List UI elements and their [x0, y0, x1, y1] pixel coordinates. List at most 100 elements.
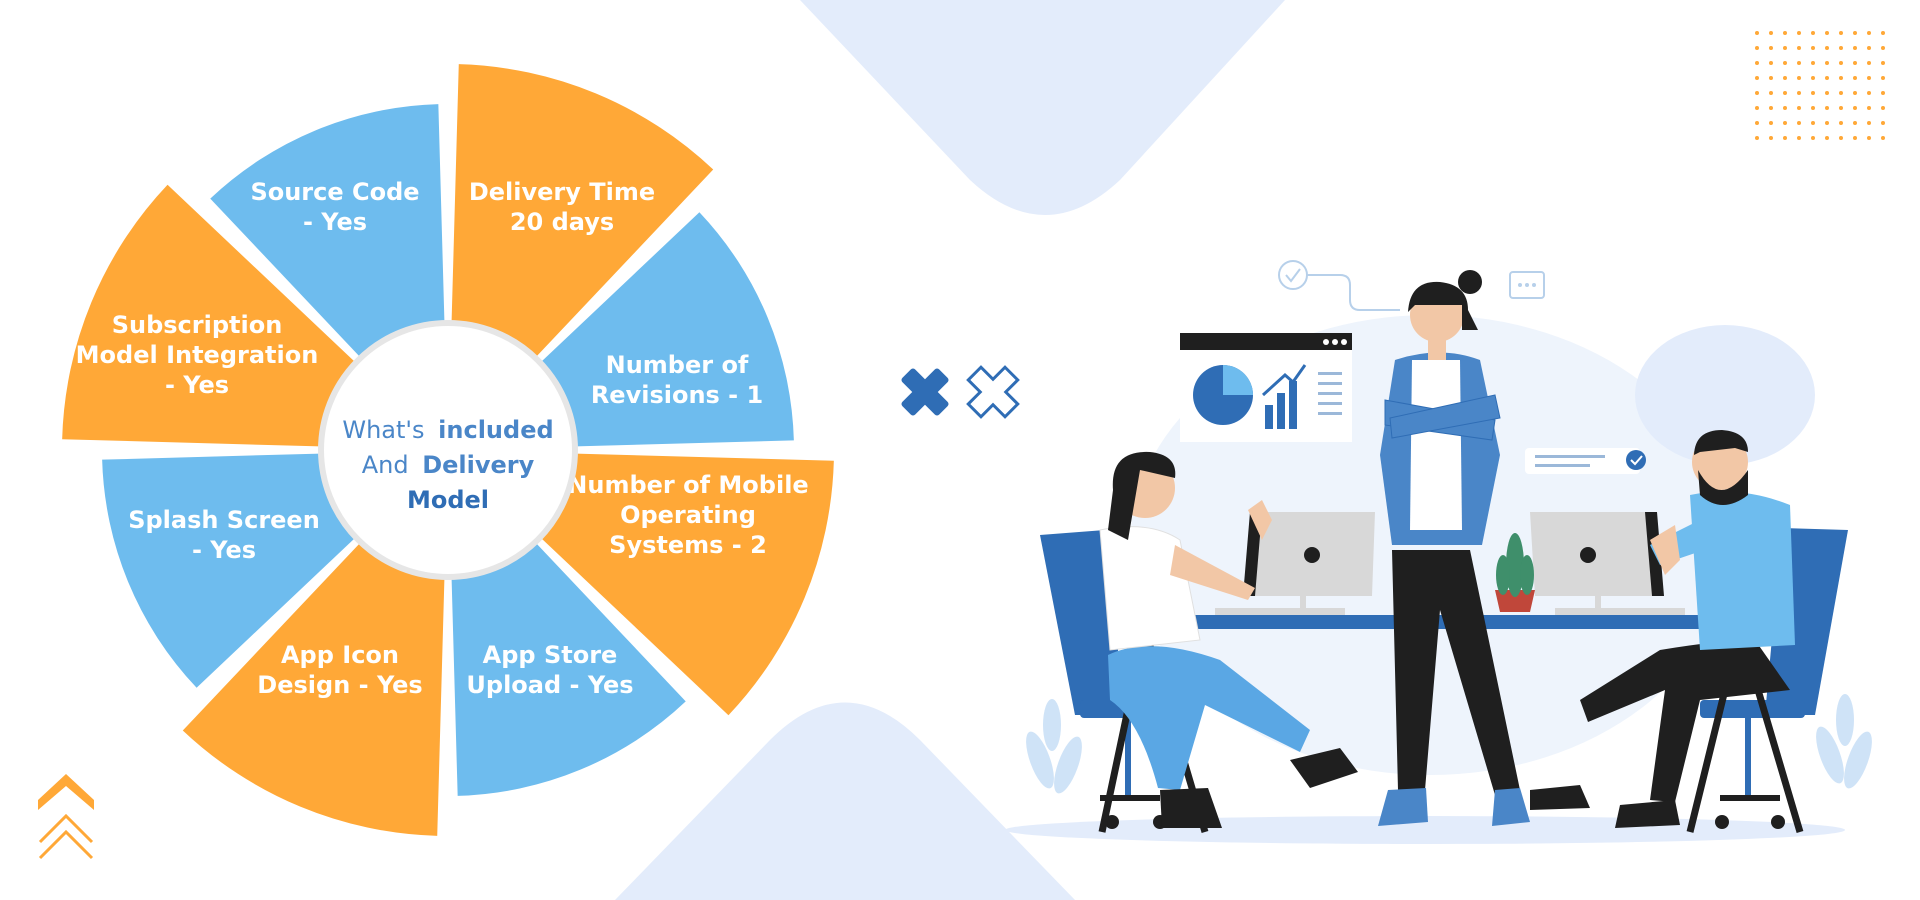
dot	[1853, 91, 1857, 95]
bar-chart-icon	[1261, 364, 1307, 429]
dot	[1797, 121, 1801, 125]
plant-leaves-left	[1026, 699, 1082, 794]
dot	[1867, 106, 1871, 110]
dot	[1867, 121, 1871, 125]
background-diamond-bottom	[615, 702, 1075, 900]
dot	[1797, 91, 1801, 95]
wheel-center: What's included And Delivery Model	[318, 320, 578, 580]
dot	[1881, 31, 1885, 35]
dot	[1797, 136, 1801, 140]
dot	[1839, 136, 1843, 140]
background-diamond-top	[800, 0, 1285, 215]
dot	[1825, 121, 1829, 125]
dot	[1867, 76, 1871, 80]
dot	[1811, 31, 1815, 35]
dot	[1825, 31, 1829, 35]
dot	[1825, 91, 1829, 95]
dot	[1783, 106, 1787, 110]
dot	[1755, 121, 1759, 125]
chat-bubble-icon	[1509, 271, 1545, 299]
dot	[1867, 136, 1871, 140]
wheel-label-app-icon-design-line-2: Design - Yes	[257, 671, 422, 699]
center-text-and: And	[362, 451, 409, 479]
wheel-label-app-icon-design-line-1: App Icon	[281, 641, 399, 669]
wheel-label-splash-screen-line-1: Splash Screen	[128, 506, 320, 534]
dot	[1783, 91, 1787, 95]
svg-text:And Delivery: And Delivery	[362, 451, 535, 479]
dot	[1783, 136, 1787, 140]
center-text-bold-delivery: Delivery	[422, 451, 534, 479]
dot	[1769, 121, 1773, 125]
dot	[1825, 76, 1829, 80]
dot	[1839, 61, 1843, 65]
x-outline-icon	[966, 365, 1020, 419]
team-illustration	[1005, 260, 1872, 844]
dot	[1755, 61, 1759, 65]
center-text-bold-included: included	[438, 416, 554, 444]
wheel-label-app-store-upload-line-1: App Store	[483, 641, 618, 669]
center-text-prefix: What's	[342, 416, 424, 444]
x-solid-icon	[901, 368, 949, 416]
dot	[1769, 46, 1773, 50]
dot	[1769, 61, 1773, 65]
dot	[1797, 76, 1801, 80]
person-seated-left	[1099, 451, 1358, 828]
dot	[1853, 106, 1857, 110]
dot	[1755, 136, 1759, 140]
wheel-segment-source-code	[210, 104, 445, 357]
wheel-segment-app-store-upload	[451, 543, 686, 796]
dot	[1797, 106, 1801, 110]
wheel-label-mobile-os-line-2: Operating	[620, 501, 756, 529]
dot	[1839, 106, 1843, 110]
person-standing-center	[1378, 270, 1530, 826]
dot	[1811, 91, 1815, 95]
dot	[1853, 46, 1857, 50]
dot	[1853, 121, 1857, 125]
dot	[1825, 61, 1829, 65]
wheel-segment-delivery-time	[451, 64, 714, 357]
dot	[1867, 31, 1871, 35]
dot	[1783, 121, 1787, 125]
wheel-label-subscription-model-line-3: - Yes	[165, 371, 229, 399]
dot	[1811, 61, 1815, 65]
notification-card	[1525, 448, 1646, 474]
dot	[1769, 31, 1773, 35]
dot	[1769, 136, 1773, 140]
dot	[1811, 106, 1815, 110]
dot	[1881, 46, 1885, 50]
wheel-label-delivery-time-line-1: Delivery Time	[469, 178, 655, 206]
dot	[1825, 136, 1829, 140]
dot	[1881, 76, 1885, 80]
dot	[1853, 76, 1857, 80]
dot	[1783, 31, 1787, 35]
dot	[1797, 31, 1801, 35]
svg-text:What's included: What's included	[342, 416, 553, 444]
wheel-segment-subscription-model	[62, 184, 355, 447]
center-text-model: Model	[407, 486, 489, 514]
dot	[1839, 31, 1843, 35]
dot	[1811, 121, 1815, 125]
dot	[1881, 61, 1885, 65]
dot	[1783, 61, 1787, 65]
dot	[1811, 46, 1815, 50]
wheel-segment-revisions	[541, 212, 794, 447]
dot	[1783, 76, 1787, 80]
dot-grid-icon	[1755, 31, 1885, 140]
wheel-label-source-code-line-1: Source Code	[250, 178, 419, 206]
wheel-label-subscription-model-line-2: Model Integration	[76, 341, 319, 369]
wheel-segment-mobile-os	[541, 453, 834, 716]
wheel-label-mobile-os-line-3: Systems - 2	[609, 531, 767, 559]
dot	[1881, 91, 1885, 95]
dot	[1797, 61, 1801, 65]
dot	[1881, 121, 1885, 125]
dashboard-board	[1180, 333, 1352, 442]
wheel-segment-app-icon-design	[182, 543, 445, 836]
dot	[1755, 91, 1759, 95]
person-seated-right	[1530, 430, 1795, 828]
wheel-label-mobile-os-line-1: Number of Mobile	[567, 471, 808, 499]
wheel-label-revisions-line-2: Revisions - 1	[591, 381, 763, 409]
wheel-label-app-store-upload-line-2: Upload - Yes	[466, 671, 633, 699]
dot	[1769, 106, 1773, 110]
dot	[1811, 136, 1815, 140]
dot	[1839, 76, 1843, 80]
